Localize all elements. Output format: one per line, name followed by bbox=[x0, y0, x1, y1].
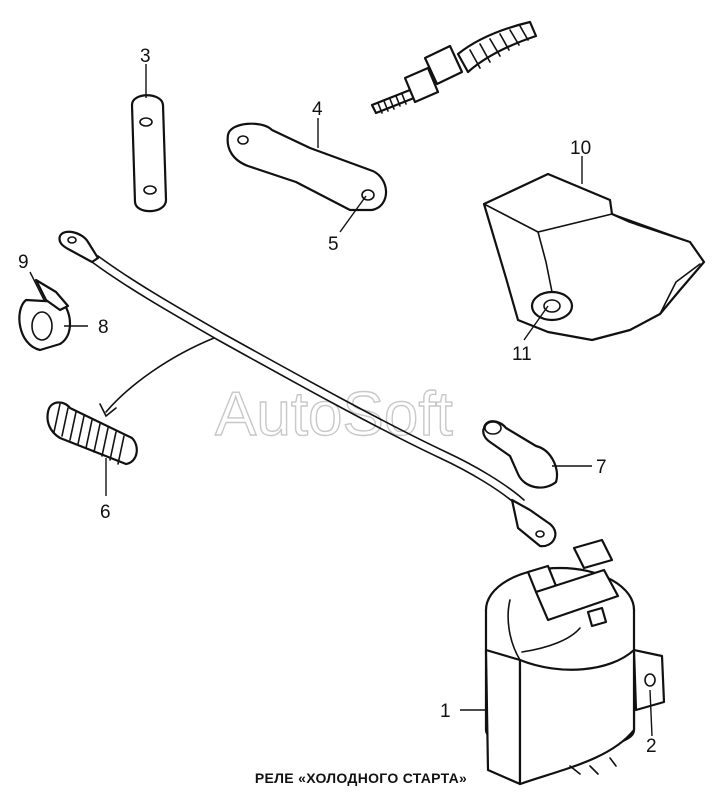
callout-9: 9 bbox=[18, 252, 29, 273]
diagram-caption: РЕЛЕ «ХОЛОДНОГО СТАРТА» bbox=[254, 770, 468, 786]
ground-cable bbox=[58, 230, 557, 548]
threaded-bolt bbox=[370, 20, 538, 115]
callout-3: 3 bbox=[140, 46, 151, 67]
part-4-bracket bbox=[226, 122, 388, 212]
part-1-relay bbox=[484, 538, 666, 786]
callout-1: 1 bbox=[440, 701, 451, 722]
part-3-link-plate bbox=[130, 94, 168, 213]
callout-4: 4 bbox=[312, 99, 323, 120]
watermark: AutoSoft bbox=[215, 380, 453, 449]
part-10-relay-cover bbox=[482, 172, 706, 342]
part-7-rubber-cap bbox=[482, 420, 559, 489]
callout-2: 2 bbox=[646, 736, 657, 757]
callout-7: 7 bbox=[596, 457, 607, 478]
callout-6: 6 bbox=[100, 502, 111, 523]
callout-10: 10 bbox=[570, 138, 591, 159]
part-6-corrugated-sleeve bbox=[46, 401, 138, 466]
callout-8: 8 bbox=[98, 317, 109, 338]
callout-5: 5 bbox=[328, 234, 339, 255]
part-8-clamp bbox=[18, 278, 72, 352]
callout-11: 11 bbox=[512, 344, 532, 365]
leader-lines bbox=[29, 64, 653, 737]
